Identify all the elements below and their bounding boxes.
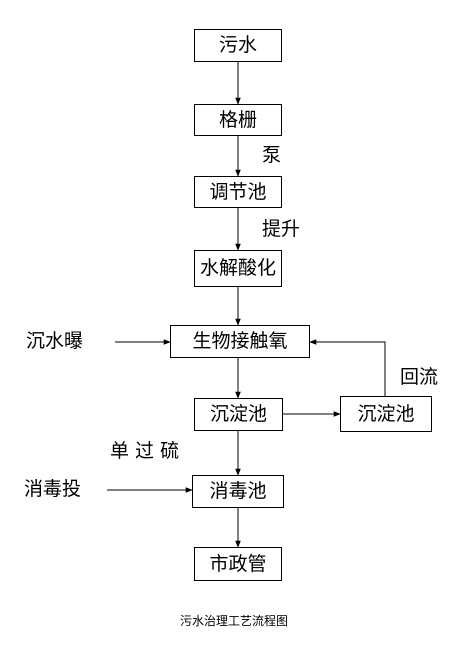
node-screen: 格栅 — [194, 104, 282, 136]
node-sewage: 污水 — [194, 29, 282, 62]
node-hydrolysis-acidification: 水解酸化 — [194, 250, 282, 287]
node-municipal-pipe: 市政管 — [194, 547, 282, 581]
label-sulfur-input: 单 过 硫 — [110, 440, 180, 462]
label-lift: 提升 — [262, 218, 301, 240]
reflux-path — [309, 339, 386, 398]
node-disinfection-tank: 消毒池 — [192, 475, 284, 508]
label-aeration-input: 沉水曝 — [26, 330, 84, 352]
diagram-caption: 污水治理工艺流程图 — [179, 614, 288, 628]
node-equalization-tank: 调节池 — [194, 176, 282, 208]
label-pump: 泵 — [262, 144, 282, 166]
label-reflux: 回流 — [400, 366, 439, 388]
node-bio-contact-oxidation: 生物接触氧 — [170, 325, 310, 358]
label-disinfectant-input: 消毒投 — [24, 478, 82, 500]
node-settling-tank-2: 沉淀池 — [340, 396, 432, 432]
node-settling-tank: 沉淀池 — [194, 398, 283, 431]
